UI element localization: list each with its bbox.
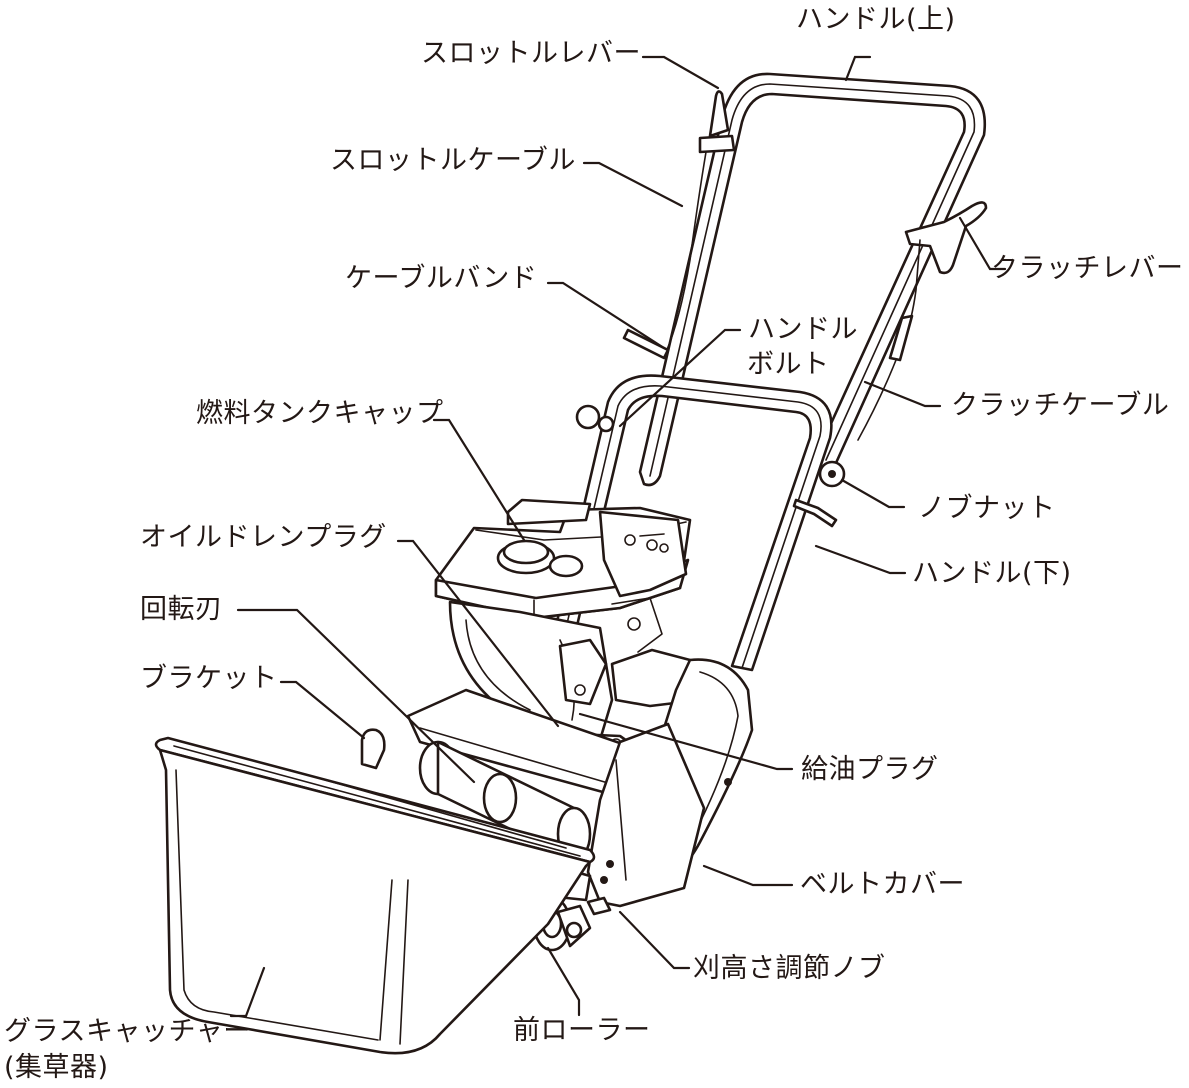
label-fuel-tank-cap: 燃料タンクキャップ [196,398,444,429]
label-handle-upper: ハンドル(上) [796,4,956,35]
label-height-adjust-knob: 刈高さ調節ノブ [693,953,886,984]
handle-bolts [575,404,846,488]
label-belt-cover: ベルトカバー [800,869,965,900]
leader-lines [229,55,1007,1018]
clutch-lever [857,201,988,441]
handle-lower [554,374,833,672]
label-rotary-blade: 回転刃 [140,594,223,625]
label-clutch-lever: クラッチレバー [991,253,1184,284]
height-adjust-knob [586,896,612,916]
label-handle-bolt-line2: ボルト [747,349,830,380]
label-grass-catcher-line1: グラスキャッチャー [4,1016,251,1047]
label-handle-lower: ハンドル(下) [912,558,1072,589]
label-handle-bolt-line1: ハンドル [748,314,858,345]
throttle-lever [665,90,736,353]
label-oil-fill-plug: 給油プラグ [801,754,939,785]
grass-catcher [154,736,596,1055]
label-grass-catcher-line2: (集草器) [4,1052,109,1083]
label-knob-nut: ノブナット [918,493,1056,524]
label-throttle-lever: スロットルレバー [421,38,641,69]
label-clutch-cable: クラッチケーブル [951,390,1170,421]
cable-band [622,328,670,360]
label-oil-drain-plug: オイルドレンプラグ [140,522,387,553]
label-throttle-cable: スロットルケーブル [330,145,576,176]
label-front-roller: 前ローラー [513,1015,651,1046]
label-bracket: ブラケット [140,663,278,694]
engine [434,498,692,758]
label-cable-band: ケーブルバンド [345,263,538,294]
clutch-cable-clip [792,498,838,528]
